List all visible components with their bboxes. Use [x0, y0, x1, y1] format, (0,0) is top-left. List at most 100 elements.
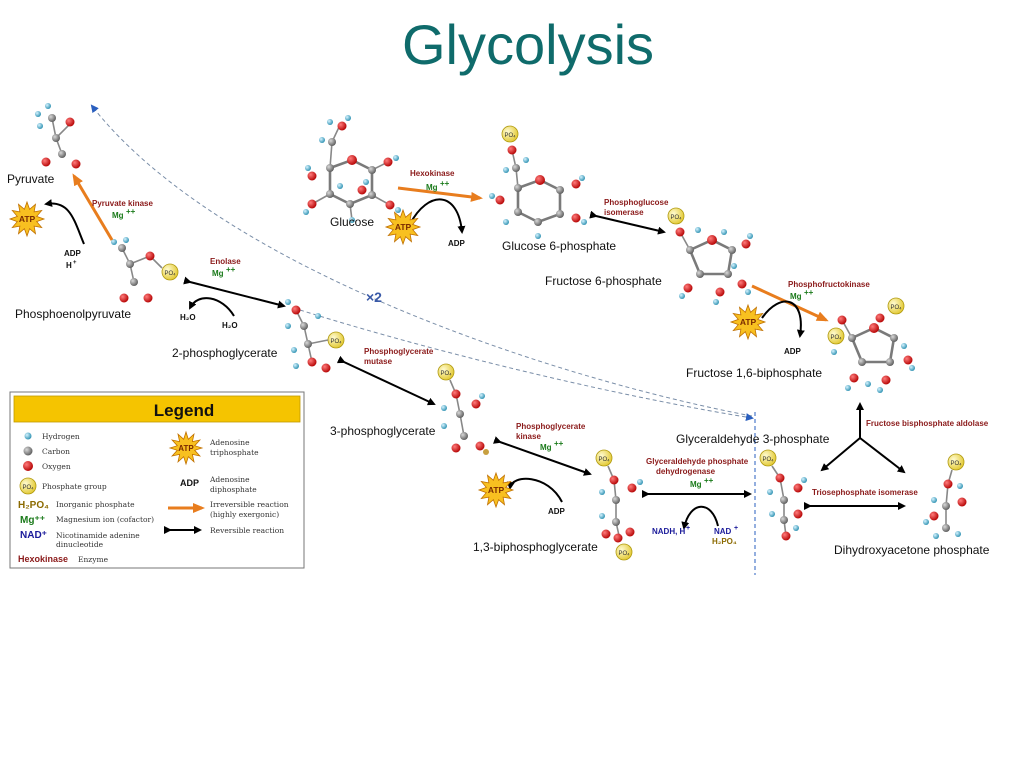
legend-inorganic-phosphate: Inorganic phosphate	[56, 500, 135, 509]
phosphate-text: PO₄	[830, 335, 842, 341]
times-two: ×2	[366, 289, 382, 305]
mg-text: Mg	[790, 292, 802, 301]
carbon-swatch	[23, 446, 33, 456]
mg-text: Mg	[212, 269, 224, 278]
atp-text: ATP	[19, 214, 36, 224]
pgk-label-2: kinase	[516, 432, 541, 441]
pgk-atp-icon: ATP	[477, 471, 515, 509]
legend-adp-2: diphosphate	[210, 485, 257, 494]
pfk-atp-arc	[761, 300, 805, 338]
2-phosphoglycerate-label: 2-phosphoglycerate	[172, 346, 278, 360]
fructose-6-phosphate-molecule: PO₄	[667, 207, 753, 305]
pfk-label: Phosphofructokinase	[788, 280, 870, 289]
glyceraldehyde-3-phosphate-molecule: PO₄	[759, 449, 807, 541]
pyruvate-kinase-label: Pyruvate kinase	[92, 199, 153, 208]
enolase-label: Enolase	[210, 257, 241, 266]
pgm-label-2: mutase	[364, 357, 393, 366]
times-two-dashed	[299, 309, 754, 421]
legend: Legend Hydrogen Carbon Oxygen PO₄ Phosph…	[9, 391, 305, 569]
nadh-text: NADH, H	[652, 527, 686, 536]
phosphate-text: PO₄	[164, 271, 176, 277]
gapdh-label-2: dehydrogenase	[656, 467, 716, 476]
pgi-label-2: isomerase	[604, 208, 644, 217]
enolase-water-arc	[189, 297, 235, 317]
pgk-arrow	[493, 436, 592, 476]
adp-text: ADP	[548, 507, 566, 516]
fructose-6-phosphate-label: Fructose 6-phosphate	[545, 274, 662, 288]
mg-text: Mg	[112, 211, 124, 220]
legend-atp-icon: ATP	[168, 430, 204, 466]
glucose-6-phosphate-molecule: PO₄	[489, 125, 587, 239]
legend-hexokinase-symbol: Hexokinase	[18, 554, 68, 564]
adp-text: ADP	[64, 249, 82, 258]
legend-carbon: Carbon	[42, 447, 70, 456]
hexokinase-label: Hexokinase	[410, 169, 455, 178]
atp-text: ATP	[488, 485, 505, 495]
phosphate-text: PO₄	[598, 457, 610, 463]
gapdh-label-1: Glyceraldehyde phosphate	[646, 457, 749, 466]
glucose-label: Glucose	[330, 215, 374, 229]
legend-atp-1: Adenosine	[209, 438, 250, 447]
legend-hydrogen: Hydrogen	[42, 432, 80, 441]
1-3-biphosphoglycerate-label: 1,3-biphosphoglycerate	[473, 540, 598, 554]
pfk-atp-icon: ATP	[729, 303, 767, 341]
phosphate-text: PO₄	[618, 551, 630, 557]
glucose-6-phosphate-label: Glucose 6-phosphate	[502, 239, 616, 253]
legend-adp-1: Adenosine	[209, 475, 250, 484]
phosphate-text: PO₄	[950, 461, 962, 467]
adp-text: ADP	[784, 347, 802, 356]
phosphate-text: PO₄	[762, 457, 774, 463]
hexokinase-atp-icon: ATP	[384, 208, 422, 246]
pfk-arrow	[751, 284, 829, 322]
legend-enzyme: Enzyme	[78, 555, 109, 564]
fructose-1-6-biphosphate-label: Fructose 1,6-biphosphate	[686, 366, 822, 380]
legend-irrev-2: (highly exergonic)	[210, 510, 279, 519]
enolase-arrow	[183, 276, 286, 309]
glyceraldehyde-3-phosphate-label: Glyceraldehyde 3-phosphate	[676, 432, 830, 446]
h2po4-text: H₂PO₄	[712, 537, 737, 546]
dihydroxyacetone-phosphate-label: Dihydroxyacetone phosphate	[834, 543, 990, 557]
hexokinase-atp-arc	[409, 198, 466, 234]
atp-text: ATP	[178, 444, 194, 453]
legend-inorganic-symbol: H₂PO₄	[18, 500, 49, 511]
2-phosphoglycerate-molecule: PO₄	[285, 299, 345, 373]
return-path-dashed	[90, 104, 753, 417]
aldolase-left-arrow	[820, 437, 861, 472]
legend-mg-symbol: Mg⁺⁺	[20, 515, 45, 526]
legend-irrev-1: Irreversible reaction	[210, 500, 289, 509]
aldolase-right-arrow	[859, 437, 906, 474]
pyruvate-molecule	[35, 103, 81, 169]
pyruvate-label: Pyruvate	[7, 172, 55, 186]
fructose-1-6-biphosphate-molecule: PO₄ PO₄	[827, 297, 915, 393]
dihydroxyacetone-phosphate-molecule: PO₄	[923, 453, 967, 539]
mg-charge: ++	[554, 439, 564, 448]
h2o-text: H₂O	[222, 321, 238, 330]
phosphate-text: PO₄	[330, 339, 342, 345]
pgi-label-1: Phosphoglucose	[604, 198, 669, 207]
glucose-molecule	[303, 115, 401, 223]
oxygen-swatch	[23, 461, 33, 471]
3-phosphoglycerate-molecule: PO₄	[437, 363, 489, 455]
legend-nad-2: dinucleotide	[56, 540, 104, 549]
mg-charge: ++	[804, 288, 814, 297]
mg-charge: ++	[704, 476, 714, 485]
aldolase-label: Fructose bisphosphate aldolase	[866, 419, 989, 428]
legend-title: Legend	[154, 401, 214, 420]
h-text: H	[66, 261, 72, 270]
pyruvate-kinase-atp-icon: ATP	[8, 200, 46, 238]
h2o-text: H₂O	[180, 313, 196, 322]
pgk-label-1: Phosphoglycerate	[516, 422, 586, 431]
pgk-atp-arc	[506, 477, 563, 503]
atp-text: ATP	[740, 317, 757, 327]
phosphate-text: PO₄	[670, 215, 682, 221]
nadh-plus: +	[686, 525, 690, 532]
1-3-biphosphoglycerate-molecule: PO₄ PO₄	[595, 449, 643, 561]
pgi-arrow	[589, 210, 666, 235]
mg-text: Mg	[426, 183, 438, 192]
pyruvate-kinase-atp-arc	[44, 199, 85, 245]
pgm-label-1: Phosphoglycerate	[364, 347, 434, 356]
legend-nad-1: Nicotinamide adenine	[56, 531, 140, 540]
legend-atp-2: triphosphate	[210, 448, 259, 457]
h-plus: +	[73, 260, 77, 266]
